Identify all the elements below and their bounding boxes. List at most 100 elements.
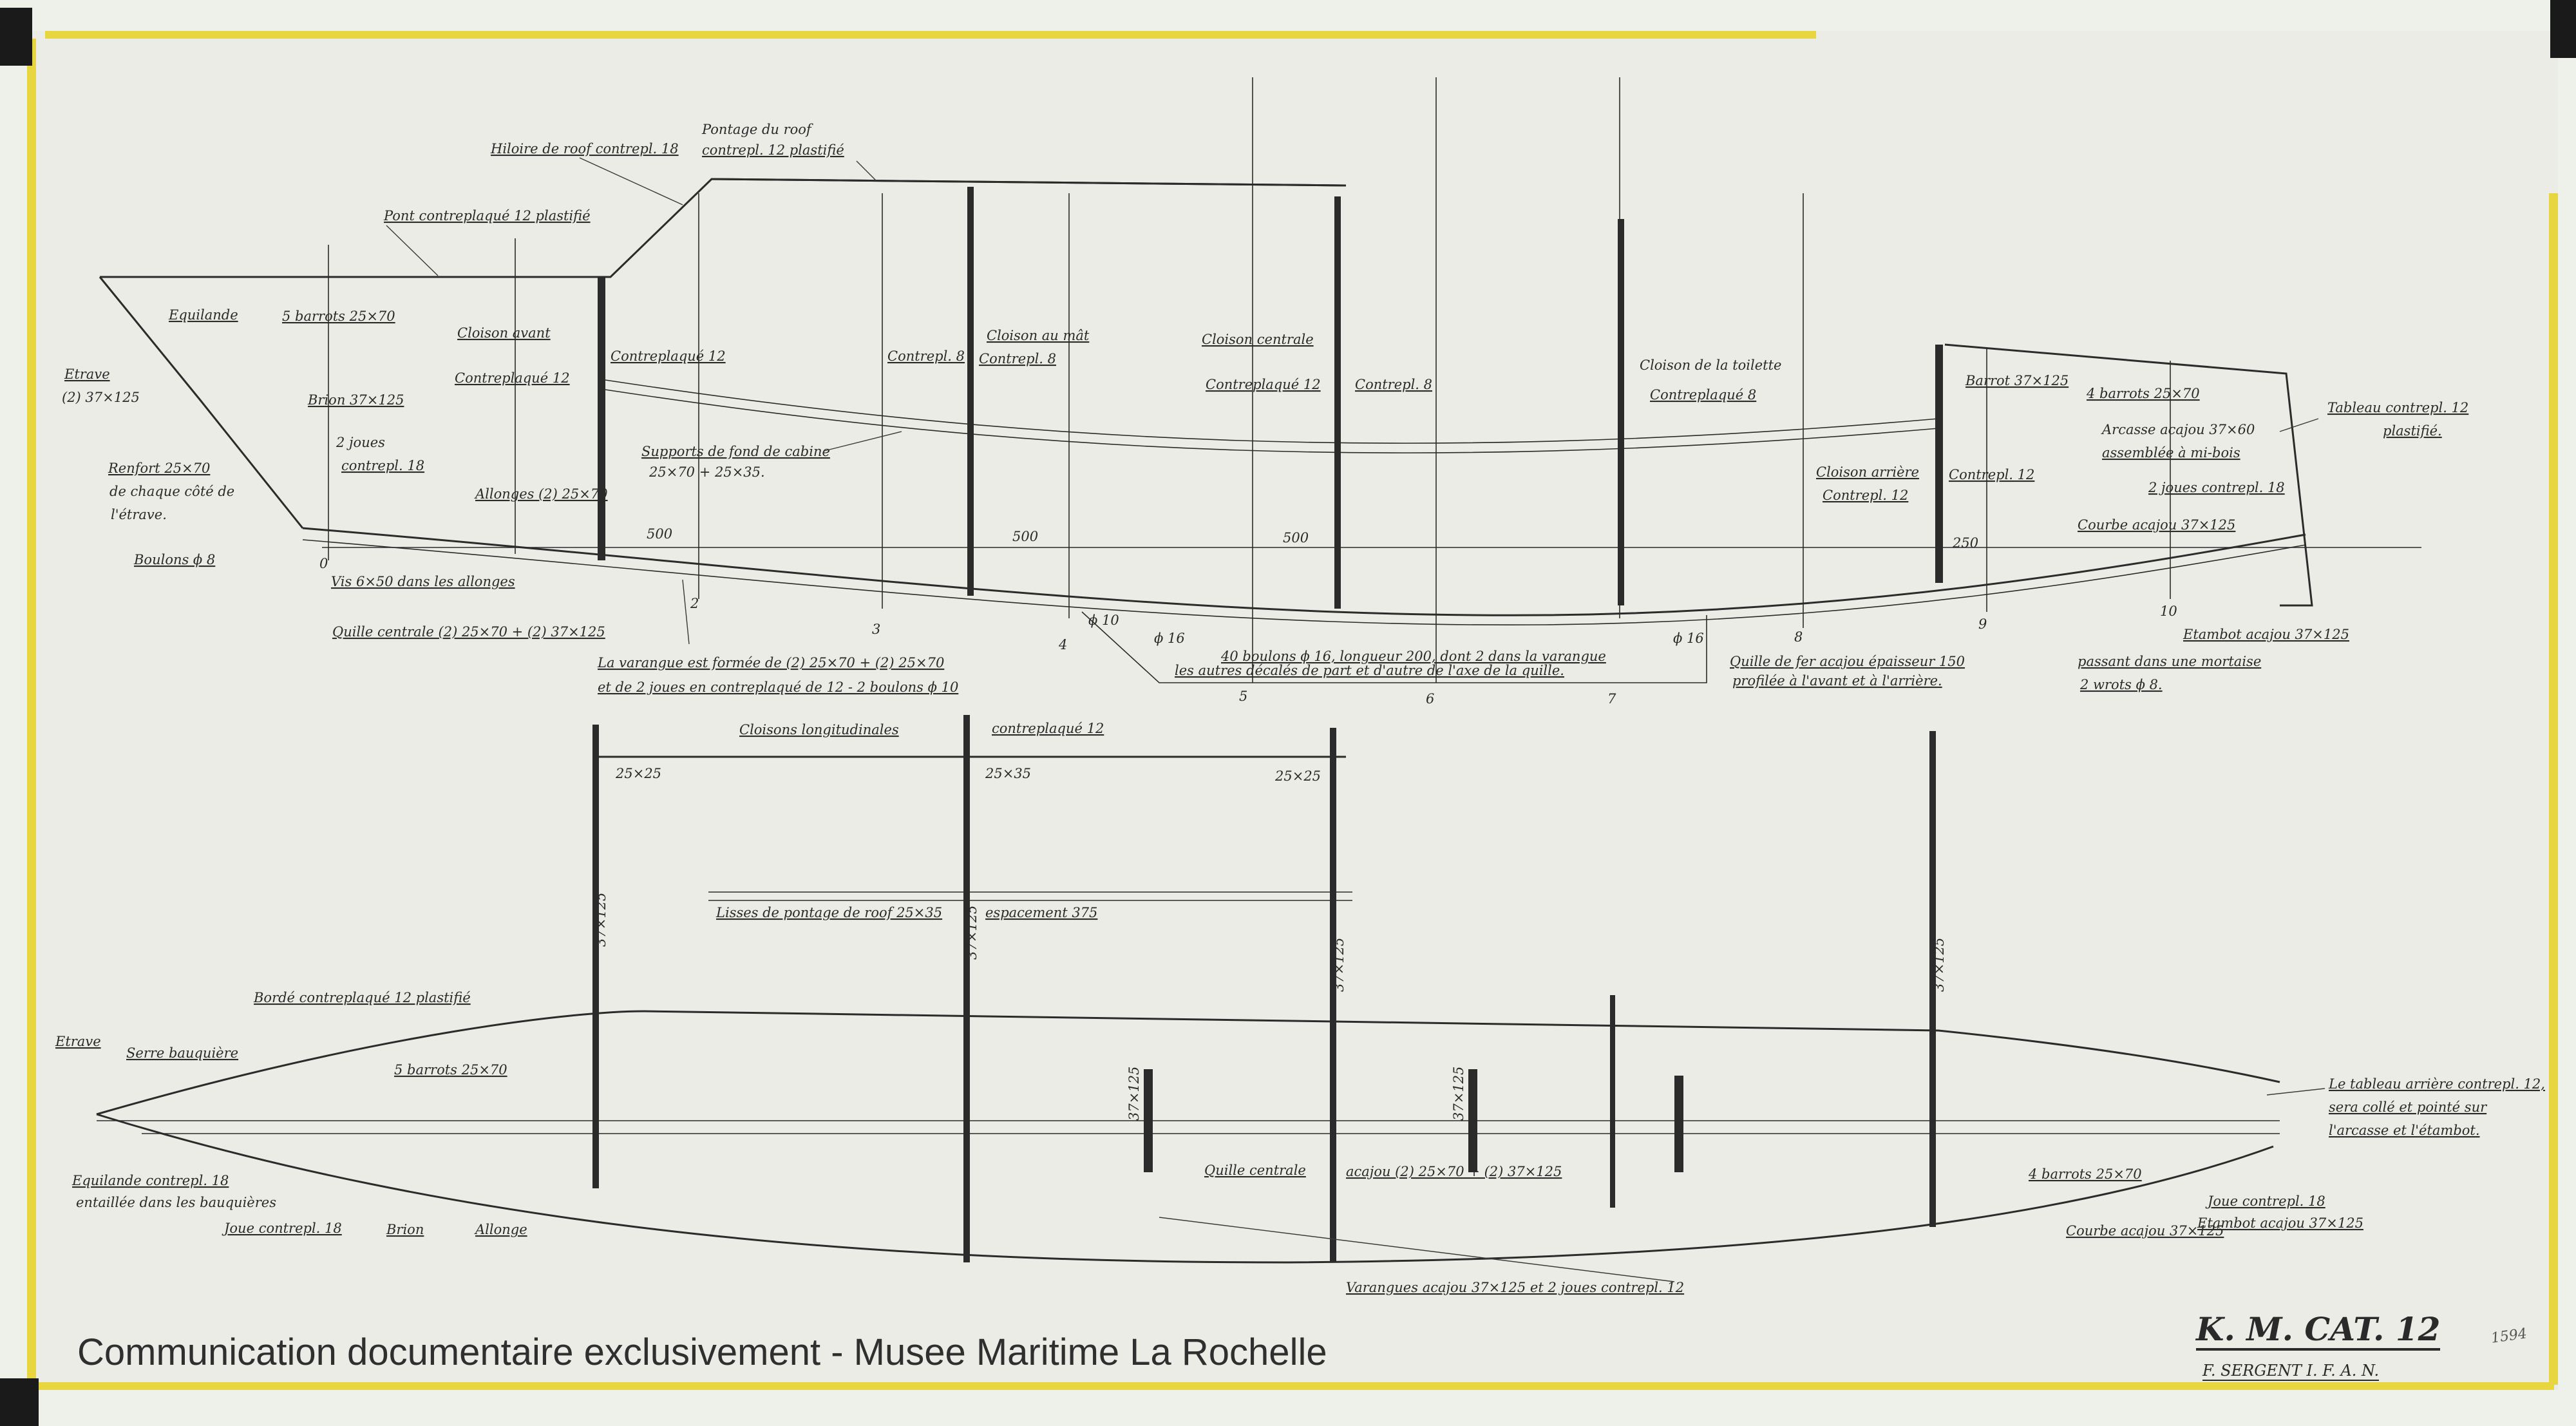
label-borde: Bordé contreplaqué 12 plastifié [253,990,471,1005]
label-equilande-plan-2: entaillée dans les bauquières [76,1195,276,1210]
label-renfort: Renfort 25×70 [108,461,210,476]
tape-top [45,31,1816,39]
dimension-500: 500 [1283,530,1309,546]
keel-line [302,527,2306,616]
label-contreplaque-12-a: Contreplaqué 12 [611,348,726,364]
bulkhead-mast [967,187,974,596]
label-boulons: Boulons ϕ 8 [133,552,215,567]
cabin-sole-support [605,379,1939,444]
tape-bottom [36,1382,2554,1390]
dimension-500: 500 [1012,529,1038,544]
label-quille-centrale: Quille centrale (2) 25×70 + (2) 37×125 [332,624,605,640]
clip-bottom-left [0,1378,39,1426]
frame-dimension: 37×125 [1451,1067,1466,1121]
label-joue-plan: Joue contrepl. 18 [222,1221,342,1236]
lead-keel [1081,611,1707,683]
dimension-25x35: 25×35 [985,766,1031,781]
long-bulkhead-3 [1330,728,1336,1262]
stern-deck [1944,343,2313,607]
station-number: 7 [1607,691,1616,707]
label-etambot-plan: Etambot acajou 37×125 [2197,1215,2363,1231]
profile-view [99,77,2421,683]
label-boulons-quille-2: les autres décalés de part et d'autre de… [1175,663,1564,678]
label-contreplaque-12-b: Contreplaqué 12 [455,370,570,386]
label-allonges: Allonges (2) 25×70 [474,486,608,502]
station-number: 8 [1794,629,1803,645]
frame-dimension: 37×125 [964,906,980,960]
bolt-diameter: ϕ 16 [1673,631,1704,646]
long-bulkhead-2 [963,715,970,1262]
label-tableau-arr-plan: Le tableau arrière contrepl. 12, [2328,1076,2545,1092]
station-number: 9 [1978,616,1987,632]
label-contrepl-8-b: Contrepl. 8 [1355,377,1432,392]
plan-annotations: Cloisons longitudinales contreplaqué 12 … [55,721,2545,1295]
label-cloison-arriere-2: Contrepl. 12 [1823,488,1908,503]
watermark-text: Communication documentaire exclusivement… [77,1331,1327,1373]
keel-line-inner [302,539,2306,626]
label-etambot-2: passant dans une mortaise [2078,654,2261,669]
label-etrave: Etrave [64,366,110,382]
label-renfort-3: l'étrave. [111,507,167,522]
label-joues: 2 joues [336,435,385,450]
station-number: 6 [1426,691,1434,707]
label-joue-plan-arr: Joue contrepl. 18 [2205,1193,2325,1209]
label-support-fond-2: 25×70 + 25×35. [649,464,765,480]
frame-dimension: 37×125 [593,893,609,947]
label-quille-fer-2: profilée à l'avant et à l'arrière. [1732,673,1942,689]
label-courbe: Courbe acajou 37×125 [2078,517,2235,533]
tracing-paper [27,31,2558,1390]
label-cloisons-long: Cloisons longitudinales [739,722,899,737]
tape-left [27,39,36,1391]
label-cloison-toilette-2: Contreplaqué 8 [1650,387,1756,403]
label-cloison-mat: Cloison au mât [987,328,1090,343]
label-etrave-2: (2) 37×125 [62,390,140,405]
label-joues-2: contrepl. 18 [341,458,424,473]
label-tableau: Tableau contrepl. 12 [2327,400,2468,415]
label-barrots-4-plan: 4 barrots 25×70 [2028,1166,2142,1182]
floor-timber [1674,1076,1683,1172]
dimension-250: 250 [1952,535,1978,551]
hull-outline-lower [96,1113,2274,1264]
label-cloison-toilette: Cloison de la toilette [1640,357,1781,373]
label-contreplaque-12-c: Contreplaqué 12 [1206,377,1321,392]
dimension-25x25: 25×25 [615,766,661,781]
label-pontage-roof: Pontage du roof [701,122,813,137]
bulkhead-toilet [1618,219,1624,605]
floor-timber [1468,1069,1477,1172]
station-number: 2 [690,596,699,611]
frame-dimension: 37×125 [1126,1067,1142,1121]
label-varangues-plan: Varangues acajou 37×125 et 2 joues contr… [1346,1280,1684,1295]
label-serre-bauquiere: Serre bauquière [126,1045,238,1061]
label-contrepl-8-a: Contrepl. 8 [887,348,965,364]
drawing-title: K. M. CAT. 12 [2196,1310,2441,1351]
label-etambot-3: 2 wrots ϕ 8. [2079,677,2163,692]
label-etrave-plan: Etrave [55,1034,101,1049]
label-barrots-5-plan: 5 barrots 25×70 [394,1062,507,1078]
label-brion: Brion 37×125 [307,392,404,408]
station-number: 5 [1239,689,1247,704]
long-bulkhead-1 [592,725,599,1188]
label-allonge-plan: Allonge [474,1222,527,1237]
bulkhead-central [1334,196,1341,609]
station-number: 3 [872,622,880,637]
cabin-top [711,178,1347,187]
label-brion-plan: Brion [386,1222,424,1237]
plan-view [96,715,2280,1264]
label-cloison-avant: Cloison avant [457,325,551,341]
label-barrots-5: 5 barrots 25×70 [282,309,395,324]
label-etambot: Etambot acajou 37×125 [2183,627,2349,642]
drawing-author: F. SERGENT I. F. A. N. [2202,1362,2380,1381]
label-cloison-mat-2: Contrepl. 8 [979,351,1056,366]
station-number: 0 [319,556,328,571]
label-renfort-2: de chaque côté de [109,484,234,499]
hull-outline [96,1010,2280,1116]
floor-timber [1144,1069,1153,1172]
profile-annotations: Hiloire de roof contrepl. 18 Pontage du … [62,122,2468,707]
label-support-fond: Supports de fond de cabine [641,444,830,459]
label-tableau-arr-plan-2: sera collé et pointé sur [2329,1099,2488,1115]
label-equilande: Equilande [168,307,238,323]
label-pont: Pont contreplaqué 12 plastifié [383,208,591,223]
label-vis: Vis 6×50 dans les allonges [331,574,515,589]
mast-step [1610,995,1615,1208]
